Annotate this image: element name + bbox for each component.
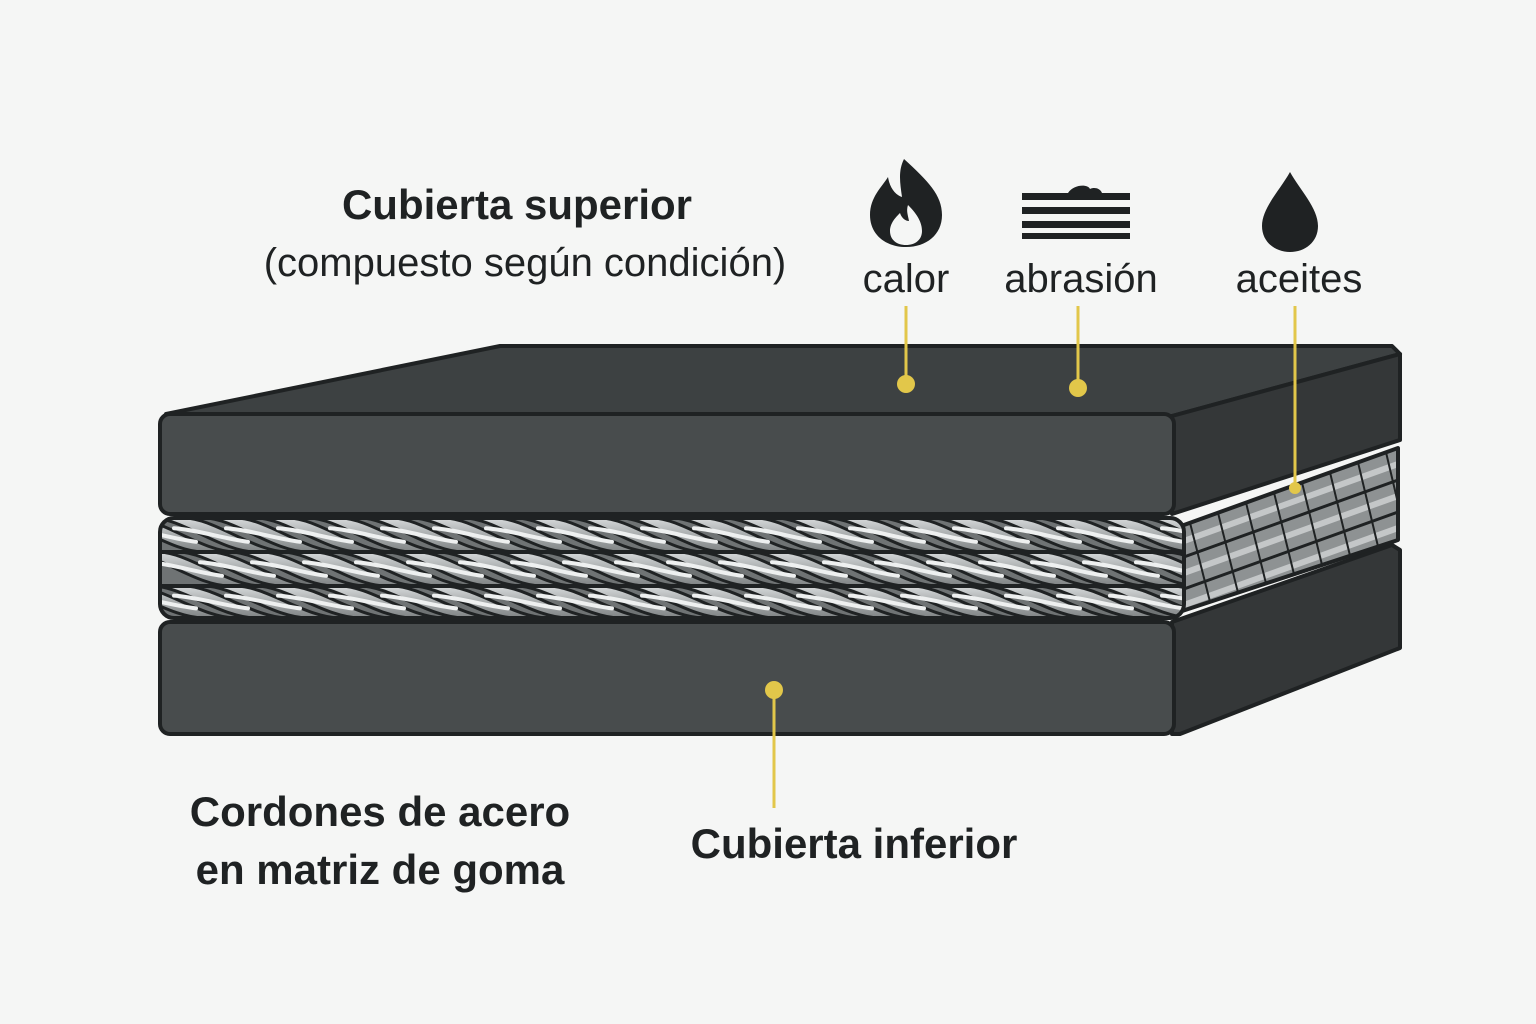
heat-label: calor (863, 257, 950, 301)
oil-drop-icon (1262, 172, 1318, 252)
oils-label: aceites (1236, 257, 1363, 301)
cords-label-line1: Cordones de acero (190, 788, 570, 835)
flame-icon (870, 159, 942, 247)
top-cover-front (158, 412, 1176, 516)
bottom-cover-label: Cubierta inferior (691, 820, 1018, 867)
top-cover-subtitle: (compuesto según condición) (264, 241, 787, 285)
cords-label-line2: en matriz de goma (196, 846, 565, 893)
top-cover-layer (158, 344, 1402, 516)
abrasion-label: abrasión (1004, 257, 1157, 301)
bottom-cover-front (158, 620, 1176, 736)
abrasion-lines-icon (1022, 185, 1130, 239)
bottom-cover-layer (158, 543, 1402, 736)
bottom-cover-side (1170, 543, 1402, 736)
steel-cords-layer (158, 446, 1400, 620)
top-cover-title: Cubierta superior (342, 181, 692, 228)
leader-lines (765, 306, 1301, 808)
